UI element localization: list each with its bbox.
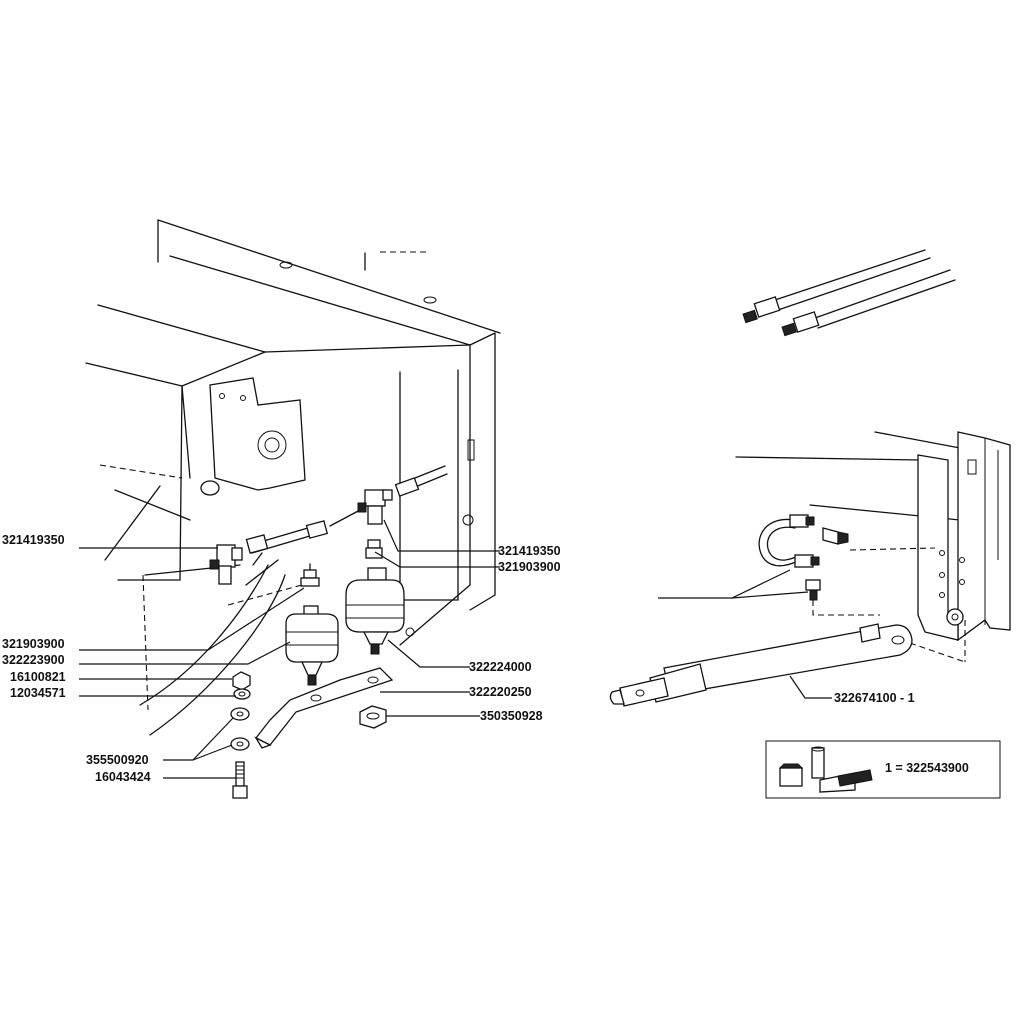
- part-label-321419350-left: 321419350: [2, 533, 65, 547]
- machine-frame: [85, 219, 501, 736]
- part-label-355500920: 355500920: [86, 753, 149, 767]
- part-label-322674100-1: 322674100 - 1: [834, 691, 915, 705]
- leader-lines: [79, 519, 832, 779]
- part-label-16043424: 16043424: [95, 770, 151, 784]
- part-label-322224000: 322224000: [469, 660, 532, 674]
- part-label-350350928: 350350928: [480, 709, 543, 723]
- part-label-16100821: 16100821: [10, 670, 66, 684]
- linkage-assembly: [609, 431, 1011, 707]
- part-label-322223900: 322223900: [2, 653, 65, 667]
- hoses-detail: [742, 249, 956, 337]
- part-labels: 321419350 321903900 322223900 16100821 1…: [2, 533, 969, 784]
- fittings-left: [209, 465, 448, 606]
- part-label-321419350-right: 321419350: [498, 544, 561, 558]
- part-label-321903900-right: 321903900: [498, 560, 561, 574]
- kit-note-label: 1 = 322543900: [885, 761, 969, 775]
- kit-note-box: [765, 740, 1001, 799]
- part-label-321903900-left: 321903900: [2, 637, 65, 651]
- part-label-12034571: 12034571: [10, 686, 66, 700]
- part-label-322220250: 322220250: [469, 685, 532, 699]
- mounting-hardware: [230, 667, 394, 799]
- filter-canisters: [285, 567, 405, 686]
